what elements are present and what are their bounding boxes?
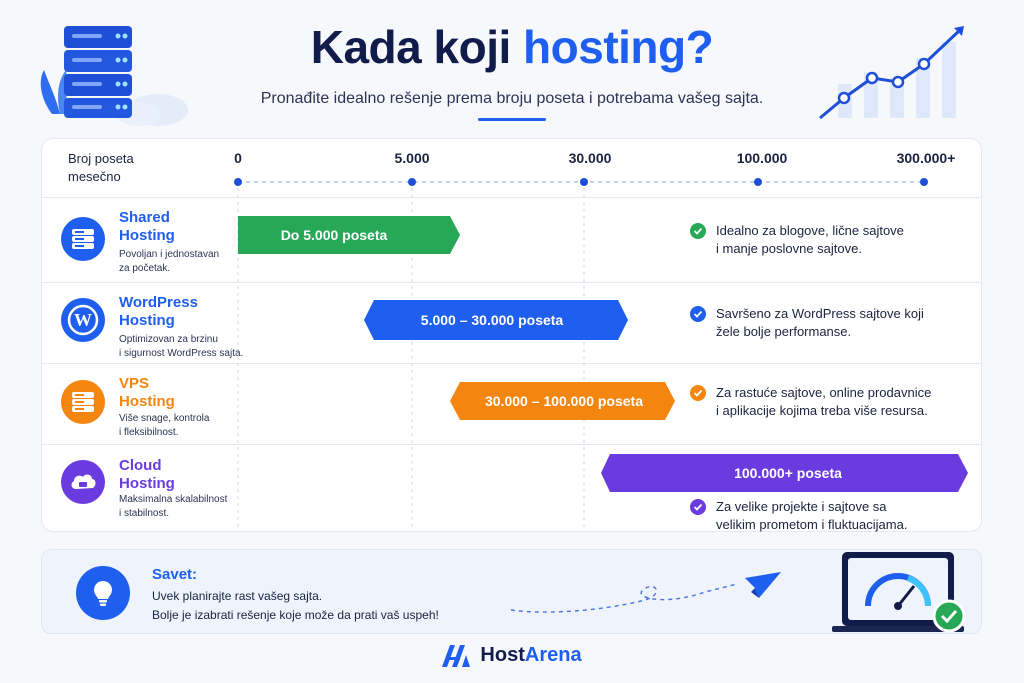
row-title-line2: Hosting xyxy=(119,227,175,244)
row-desc-line2: i fleksibilnost. xyxy=(119,427,179,438)
brand-name: HostArena xyxy=(480,644,581,667)
row-title-line1: Cloud xyxy=(119,457,162,474)
title-underline xyxy=(478,118,546,121)
speedometer-laptop-icon xyxy=(832,552,966,633)
row-title-cloud: Cloud Hosting xyxy=(119,457,175,493)
row-desc-vps: Više snage, kontrola i fleksibilnost. xyxy=(119,412,244,440)
row-title-line1: Shared xyxy=(119,209,170,226)
row-divider xyxy=(41,444,982,445)
note-line2: i aplikacije kojima treba više resursa. xyxy=(716,403,928,418)
wordpress-hosting-icon: W xyxy=(61,298,105,342)
brand-name-part1: Host xyxy=(480,644,525,666)
vps-server-icon xyxy=(72,392,94,412)
axis-tick-100000: 100.000 xyxy=(736,150,788,166)
shared-hosting-icon xyxy=(61,217,105,261)
axis-tick-0: 0 xyxy=(234,150,242,166)
check-icon xyxy=(690,223,706,239)
row-divider xyxy=(41,363,982,364)
check-icon xyxy=(690,306,706,322)
paper-plane-icon xyxy=(510,572,781,613)
check-icon xyxy=(690,499,706,515)
axis-label-line1: Broj poseta xyxy=(68,151,134,166)
server-illustration-icon xyxy=(40,26,188,126)
page-subtitle: Pronađite idealno rešenje prema broju po… xyxy=(260,90,764,107)
row-title-line2: Hosting xyxy=(119,393,175,410)
brand-name-part2: Arena xyxy=(524,644,582,666)
wordpress-icon: W xyxy=(67,304,99,336)
vps-hosting-icon xyxy=(61,380,105,424)
server-icon xyxy=(72,229,94,249)
lightbulb-icon xyxy=(76,566,130,620)
row-desc-line1: Maksimalna skalabilnost xyxy=(119,494,228,505)
row-desc-line1: Optimizovan za brzinu xyxy=(119,334,218,345)
row-desc-line1: Povoljan i jednostavan xyxy=(119,249,220,260)
row-desc-line2: i stabilnost. xyxy=(119,508,170,519)
row-desc-cloud: Maksimalna skalabilnost i stabilnost. xyxy=(119,493,244,521)
axis-tick-30000: 30.000 xyxy=(568,150,612,166)
note-line1: Za velike projekte i sajtove sa xyxy=(716,499,887,514)
note-wordpress: Savršeno za WordPress sajtove koji žele … xyxy=(690,305,924,341)
row-title-shared: Shared Hosting xyxy=(119,209,175,245)
row-title-line1: VPS xyxy=(119,375,150,392)
row-desc-line1: Više snage, kontrola xyxy=(119,413,210,424)
row-desc-line2: i sigurnost WordPress sajta. xyxy=(119,348,244,359)
note-line1: Savršeno za WordPress sajtove koji xyxy=(716,306,924,321)
axis-tick-300000: 300.000+ xyxy=(896,150,956,166)
tip-line2: Bolje je izabrati rešenje koje može da p… xyxy=(152,608,439,622)
growth-chart-icon xyxy=(819,26,964,120)
page-title: Kada koji hosting? xyxy=(0,20,1024,74)
note-line2: i manje poslovne sajtove. xyxy=(716,241,862,256)
tip-title: Savet: xyxy=(152,566,198,583)
row-title-vps: VPS Hosting xyxy=(119,375,175,411)
row-title-line1: WordPress xyxy=(119,294,198,311)
title-main: Kada koji xyxy=(310,21,512,73)
cloud-icon xyxy=(71,474,96,489)
note-line2: velikim prometom i fluktuacijama. xyxy=(716,517,908,532)
note-line1: Idealno za blogove, lične sajtove xyxy=(716,223,904,238)
row-divider xyxy=(41,282,982,283)
axis-label: Broj poseta mesečno xyxy=(68,150,134,186)
cloud-hosting-icon xyxy=(61,460,105,504)
row-divider xyxy=(41,197,982,198)
title-accent: hosting? xyxy=(523,21,714,73)
note-cloud: Za velike projekte i sajtove sa velikim … xyxy=(690,498,907,534)
header: Kada koji hosting? Pronađite idealno reš… xyxy=(0,0,1024,135)
row-desc-line2: za početak. xyxy=(119,263,171,274)
check-icon xyxy=(690,385,706,401)
brand-footer: HostArena xyxy=(0,644,1024,667)
note-shared: Idealno za blogove, lične sajtove i manj… xyxy=(690,222,904,258)
note-vps: Za rastuće sajtove, online prodavnice i … xyxy=(690,384,931,420)
tip-line1: Uvek planirajte rast vašeg sajta. xyxy=(152,589,323,603)
row-title-line2: Hosting xyxy=(119,475,175,492)
row-title-line2: Hosting xyxy=(119,312,175,329)
note-line1: Za rastuće sajtove, online prodavnice xyxy=(716,385,932,400)
row-title-wordpress: WordPress Hosting xyxy=(119,294,198,330)
note-line2: žele bolje performanse. xyxy=(716,324,852,339)
axis-label-line2: mesečno xyxy=(68,169,121,184)
row-desc-wordpress: Optimizovan za brzinu i sigurnost WordPr… xyxy=(119,333,244,361)
axis-tick-5000: 5.000 xyxy=(394,150,430,166)
svg-text:W: W xyxy=(74,310,92,330)
hostarena-logo-icon xyxy=(442,644,471,667)
row-desc-shared: Povoljan i jednostavan za početak. xyxy=(119,248,244,276)
tip-panel xyxy=(41,549,982,634)
